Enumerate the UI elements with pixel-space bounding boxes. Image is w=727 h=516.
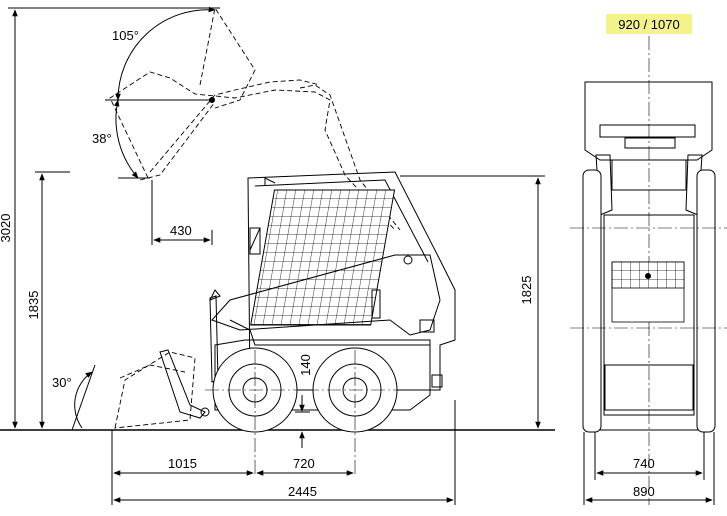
dim-bottom-lengths: 1015 720 2445	[111, 400, 456, 505]
ground-clearance-label: 140	[298, 354, 313, 376]
dim-rollback-angle: 30°	[52, 364, 96, 431]
dim-angles-raised: 105° 38°	[92, 6, 216, 179]
dim-overall-height: 3020	[0, 7, 220, 429]
bucket-width-highlight	[606, 14, 692, 34]
rollback-angle-label: 30°	[52, 375, 72, 390]
overall-height-label: 3020	[0, 214, 13, 243]
overall-width-label: 890	[633, 484, 655, 499]
cab-height-label: 1825	[519, 276, 534, 305]
dim-hinge-height: 1835	[26, 171, 70, 429]
wheels	[205, 347, 405, 475]
dim-reach: 430	[151, 180, 213, 245]
track-width-label: 740	[633, 456, 655, 471]
dim-cab-height: 1825	[400, 175, 545, 429]
overall-length-label: 2445	[288, 484, 317, 499]
bucket-width-label: 920 / 1070	[618, 17, 679, 32]
lowered-bucket-dashed	[114, 351, 196, 429]
dump-angle-label: 38°	[92, 131, 112, 146]
wheelbase-label: 720	[293, 456, 315, 471]
dim-overall-width: 890	[583, 432, 715, 505]
hinge-height-label: 1835	[26, 291, 41, 320]
lift-angle-label: 105°	[112, 28, 139, 43]
side-view: 3020 1835 105° 38° 430 30°	[0, 6, 555, 505]
dim-ground-clearance: 140	[295, 354, 313, 448]
front-view: 920 / 1070 740 8	[570, 14, 727, 505]
machine-body	[159, 171, 456, 419]
front-overhang-label: 1015	[168, 456, 197, 471]
reach-label: 430	[170, 223, 192, 238]
dim-track-width: 740	[594, 432, 705, 480]
